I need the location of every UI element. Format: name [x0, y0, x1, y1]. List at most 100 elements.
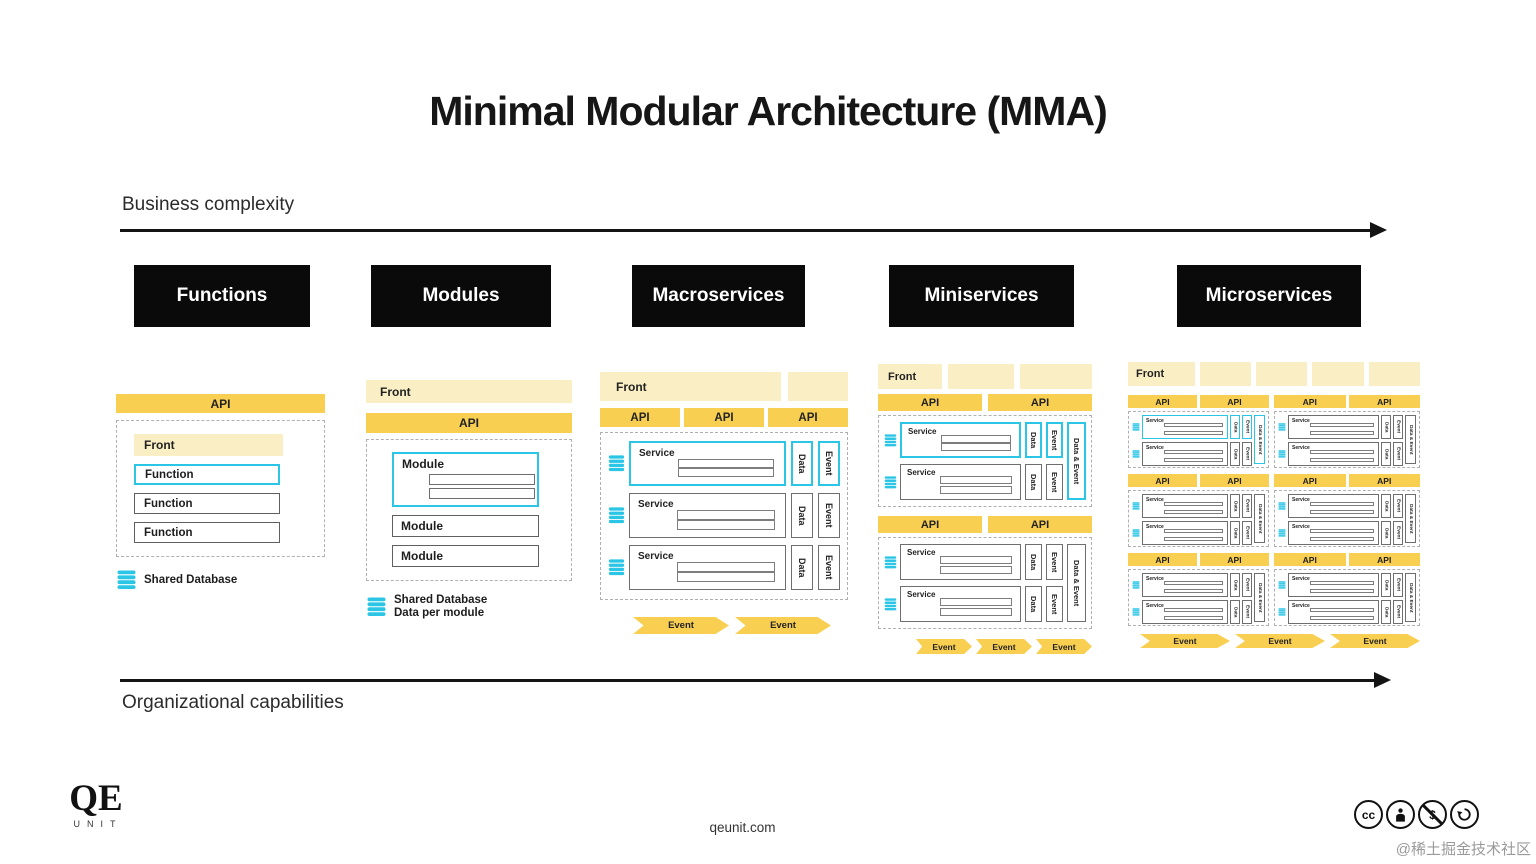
api-bar: API	[600, 408, 680, 427]
service-inner-bar	[1310, 616, 1374, 620]
services-container: Service Data Event Service Data Event Da…	[1274, 569, 1420, 626]
service-inner-bar	[1310, 537, 1374, 541]
api-bar: API	[1200, 395, 1269, 408]
event-ribbons: Event Event	[600, 617, 848, 634]
service-row: Service Data Event	[1132, 521, 1252, 545]
event-box: Event	[1046, 464, 1063, 500]
database-icon	[1132, 607, 1140, 617]
database-icon	[1278, 580, 1286, 590]
service-box: Service	[900, 586, 1021, 622]
module-box: Module	[392, 515, 539, 537]
functions-diagram: API Front Function Function Function Sha…	[116, 394, 325, 590]
service-row: Service Data Event	[1278, 494, 1403, 518]
event-box: Event	[1393, 600, 1403, 624]
service-box: Service	[1288, 442, 1379, 466]
website-url: qeunit.com	[709, 820, 776, 835]
service-inner-bar	[1164, 458, 1223, 462]
event-box: Event	[818, 545, 840, 590]
event-box: Event	[1046, 422, 1063, 458]
service-row: Service Data Event	[1132, 600, 1252, 624]
service-inner-bar	[677, 562, 775, 572]
watermark: @稀土掘金技术社区	[1395, 841, 1531, 858]
cc-icon: cc	[1354, 800, 1383, 829]
service-inner-bar	[940, 486, 1012, 494]
services-container: Service Data Event Service Data Event Da…	[1128, 490, 1269, 547]
front-row: Front	[878, 364, 1092, 389]
service-row: Service Data Event	[1132, 494, 1252, 518]
shared-database-label: Shared Database	[394, 594, 488, 606]
data-box: Data	[1230, 415, 1240, 439]
service-label: Service	[638, 551, 674, 562]
api-bar: API	[1128, 474, 1197, 487]
service-box: Service	[900, 464, 1021, 500]
business-complexity-label: Business complexity	[122, 194, 295, 215]
event-ribbon: Event	[1235, 634, 1325, 648]
api-bar: API	[1348, 553, 1420, 566]
service-box: Service	[1142, 415, 1228, 439]
data-box: Data	[1230, 521, 1240, 545]
stage-header-microservices: Microservices	[1177, 265, 1361, 327]
api-bar: API	[1128, 395, 1197, 408]
data-box: Data	[1381, 521, 1391, 545]
qe-unit-logo: QE UNIT	[68, 780, 124, 830]
service-row: Service Data Event	[1132, 415, 1252, 439]
data-per-module-label: Data per module	[394, 607, 485, 619]
service-box: Service	[1142, 521, 1228, 545]
event-box: Event	[1242, 521, 1252, 545]
service-row: Service Data Event	[884, 464, 1063, 500]
database-icon	[1132, 422, 1140, 432]
service-label: Service	[1146, 524, 1164, 530]
front-block	[1199, 362, 1252, 386]
event-box: Event	[1242, 600, 1252, 624]
shared-database-label: Shared Database	[144, 573, 238, 586]
event-box: Event	[1393, 415, 1403, 439]
event-ribbon: Event	[735, 617, 831, 634]
event-box: Event	[1046, 586, 1063, 622]
service-box: Service	[1142, 573, 1228, 597]
service-box: Service	[629, 545, 786, 590]
api-bar: API	[988, 516, 1092, 533]
organizational-capabilities-label: Organizational capabilities	[122, 692, 344, 713]
database-icon	[1278, 528, 1286, 538]
miniservices-diagram: Front API API Service Data Event	[878, 364, 1092, 654]
stage-header-functions: Functions	[134, 265, 310, 327]
data-box: Data	[1230, 600, 1240, 624]
service-label: Service	[1146, 603, 1164, 609]
service-inner-bar	[941, 443, 1011, 451]
services-container: Service Data Event Service Data Event	[878, 415, 1092, 507]
service-label: Service	[1146, 418, 1164, 424]
service-box: Service	[1288, 415, 1379, 439]
function-box: Function	[134, 464, 280, 485]
stage-header-miniservices: Miniservices	[889, 265, 1074, 327]
api-bar: API	[768, 408, 848, 427]
cc-by-icon	[1386, 800, 1415, 829]
data-box: Data	[1230, 494, 1240, 518]
event-box: Event	[818, 493, 840, 538]
service-label: Service	[1146, 576, 1164, 582]
service-inner-bar	[678, 459, 774, 468]
database-icon	[1278, 501, 1286, 511]
service-box: Service	[1288, 521, 1379, 545]
event-box: Event	[1242, 415, 1252, 439]
service-label: Service	[1292, 576, 1310, 582]
service-inner-bar	[1164, 510, 1223, 514]
event-box: Event	[1046, 544, 1063, 580]
event-box: Event	[1393, 494, 1403, 518]
service-inner-bar	[1310, 431, 1374, 435]
service-box: Service	[1142, 600, 1228, 624]
database-icon	[1132, 501, 1140, 511]
database-icon	[1132, 528, 1140, 538]
services-container: Service Data Event Service Data Event Da…	[1128, 569, 1269, 626]
service-box: Service	[900, 422, 1021, 458]
service-inner-bar	[1164, 450, 1223, 454]
data-and-event-box: Data & Event	[1405, 415, 1416, 464]
service-inner-bar	[940, 476, 1012, 484]
services-container: Service Data Event Service Data Event Da…	[1274, 490, 1420, 547]
data-box: Data	[1381, 600, 1391, 624]
service-box: Service	[1142, 442, 1228, 466]
services-container: Service Data Event Service Data Event	[600, 432, 848, 600]
stage-header-macroservices: Macroservices	[632, 265, 805, 327]
service-inner-bar	[677, 572, 775, 582]
